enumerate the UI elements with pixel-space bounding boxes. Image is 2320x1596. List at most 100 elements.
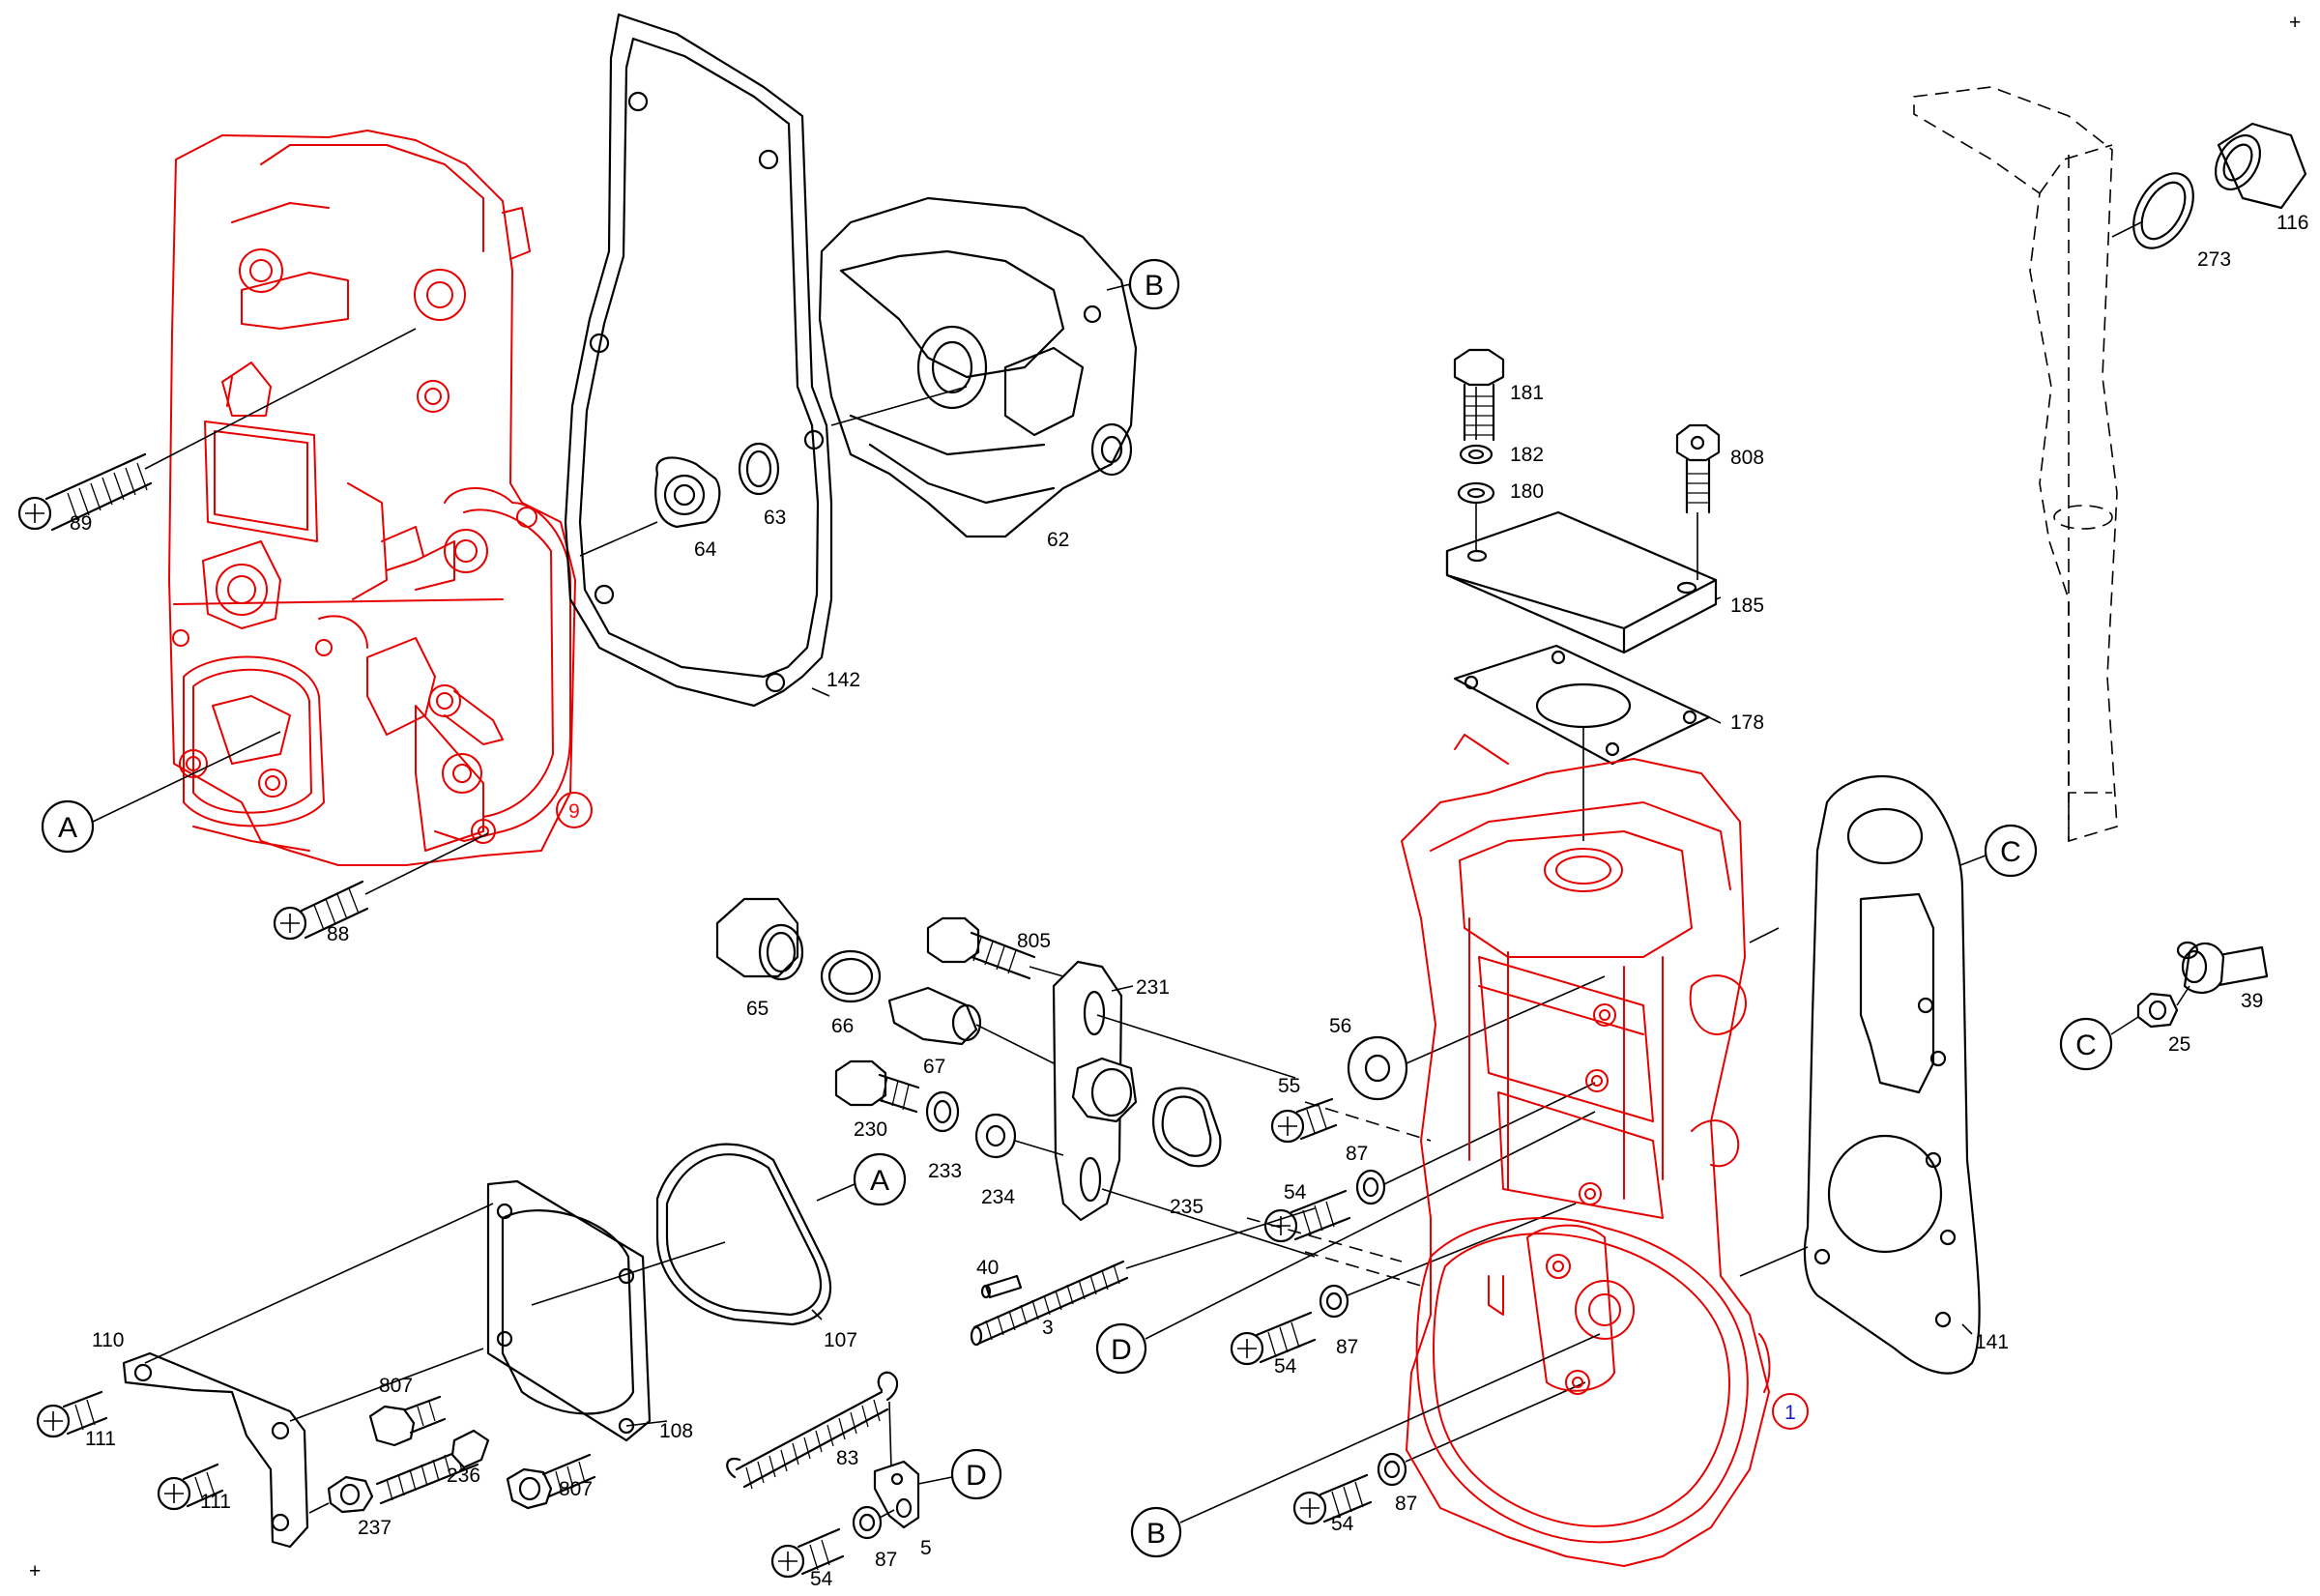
bolt-805	[926, 916, 1064, 980]
label-808: 808	[1730, 447, 1764, 469]
callout-letter-a-2: A	[870, 1165, 889, 1197]
bolt-111-b	[157, 1463, 224, 1511]
nut-25	[2136, 985, 2190, 1029]
label-805: 805	[1017, 930, 1051, 952]
label-110: 110	[92, 1329, 124, 1351]
label-142: 142	[826, 669, 860, 691]
label-230: 230	[854, 1118, 887, 1141]
callout-letter-b-2: B	[1146, 1518, 1166, 1550]
part-62-bracket	[818, 196, 1138, 538]
bolt-808	[1675, 423, 1721, 514]
label-116: 116	[2276, 212, 2308, 234]
label-235: 235	[1170, 1196, 1204, 1218]
label-233: 233	[928, 1160, 962, 1182]
label-39: 39	[2241, 990, 2263, 1012]
gasket-107	[531, 1143, 831, 1326]
label-87-d: 87	[875, 1549, 897, 1571]
label-83: 83	[836, 1447, 858, 1469]
corner-mark-top-right: +	[2289, 12, 2301, 34]
ring-66	[820, 949, 882, 1003]
label-88: 88	[327, 923, 349, 945]
washer-180	[1457, 481, 1495, 505]
nut-237	[308, 1475, 374, 1514]
label-236: 236	[447, 1465, 480, 1487]
washer-87-a	[1355, 1082, 1596, 1205]
callout-d-2	[917, 1448, 1002, 1500]
bolt-807-b	[506, 1453, 596, 1510]
bolt-54-c	[1292, 1473, 1373, 1525]
label-65: 65	[746, 998, 768, 1020]
gasket-178	[1453, 644, 1722, 766]
callout-letters: A A B B C C D D	[58, 270, 2097, 1550]
bolt-89	[17, 328, 417, 532]
sleeve-116	[2214, 122, 2307, 210]
plug-65	[715, 897, 804, 981]
callout-letter-b-1: B	[1145, 270, 1164, 302]
bolt-54-d	[770, 1527, 845, 1579]
label-89: 89	[70, 512, 92, 535]
callout-b-1	[1106, 258, 1180, 310]
callout-letter-a-1: A	[58, 812, 77, 844]
callout-c-1	[1959, 824, 2038, 878]
pin-40	[980, 1274, 1023, 1299]
corner-mark-bottom-left: +	[29, 1560, 41, 1582]
label-63: 63	[764, 507, 786, 529]
label-56: 56	[1329, 1015, 1351, 1037]
label-9: 9	[568, 800, 580, 823]
gasket-235	[1152, 1087, 1222, 1168]
label-54-b: 54	[1274, 1355, 1297, 1378]
washer-234	[974, 1113, 1064, 1159]
label-54-d: 54	[810, 1568, 833, 1590]
washer-233	[925, 1090, 960, 1133]
spring-3	[970, 1207, 1316, 1347]
label-25: 25	[2168, 1033, 2190, 1056]
label-54-a: 54	[1284, 1181, 1307, 1204]
callout-b-2	[1130, 1333, 1601, 1558]
label-67: 67	[923, 1056, 945, 1078]
bracket-110	[122, 1203, 494, 1549]
label-807-b: 807	[559, 1478, 593, 1500]
washer-87-d	[852, 1505, 895, 1540]
label-111-b: 111	[200, 1491, 231, 1513]
housing-ref-9: 9	[556, 792, 593, 828]
callout-letter-c-1: C	[2000, 836, 2021, 868]
label-180: 180	[1510, 480, 1544, 503]
label-62: 62	[1047, 529, 1069, 551]
label-55: 55	[1278, 1075, 1300, 1097]
callout-c-2	[2059, 1016, 2139, 1071]
washer-56	[1347, 975, 1606, 1101]
plate-185	[1445, 510, 1722, 654]
gasket-142	[564, 13, 833, 708]
housing-1-red	[1401, 734, 1771, 1567]
bolt-181	[1453, 348, 1505, 442]
label-182: 182	[1510, 444, 1544, 466]
housing-9-red	[168, 130, 576, 866]
label-64: 64	[694, 538, 717, 561]
label-3: 3	[1042, 1317, 1054, 1339]
dashed-guides	[1246, 1101, 1432, 1287]
spring-83	[726, 1371, 899, 1490]
label-237: 237	[358, 1517, 392, 1539]
label-87-c: 87	[1395, 1493, 1417, 1515]
label-87-a: 87	[1346, 1143, 1368, 1165]
callout-a-2	[816, 1152, 907, 1206]
label-40: 40	[976, 1257, 999, 1279]
label-107: 107	[824, 1329, 857, 1351]
cover-108	[486, 1179, 668, 1442]
bracket-5	[873, 1460, 920, 1529]
callout-a-1	[41, 731, 281, 854]
part-63-ring	[738, 442, 780, 496]
bolt-55	[1270, 1097, 1338, 1144]
label-185: 185	[1730, 595, 1764, 617]
dashed-outline-part	[1913, 86, 2118, 843]
label-178: 178	[1730, 711, 1764, 734]
label-181: 181	[1510, 382, 1544, 404]
label-108: 108	[659, 1420, 693, 1442]
label-1: 1	[1784, 1402, 1796, 1424]
bolt-54-b	[1230, 1311, 1317, 1366]
label-234: 234	[981, 1186, 1015, 1208]
shaft-39	[2176, 941, 2269, 994]
bolt-807-a	[368, 1395, 447, 1447]
